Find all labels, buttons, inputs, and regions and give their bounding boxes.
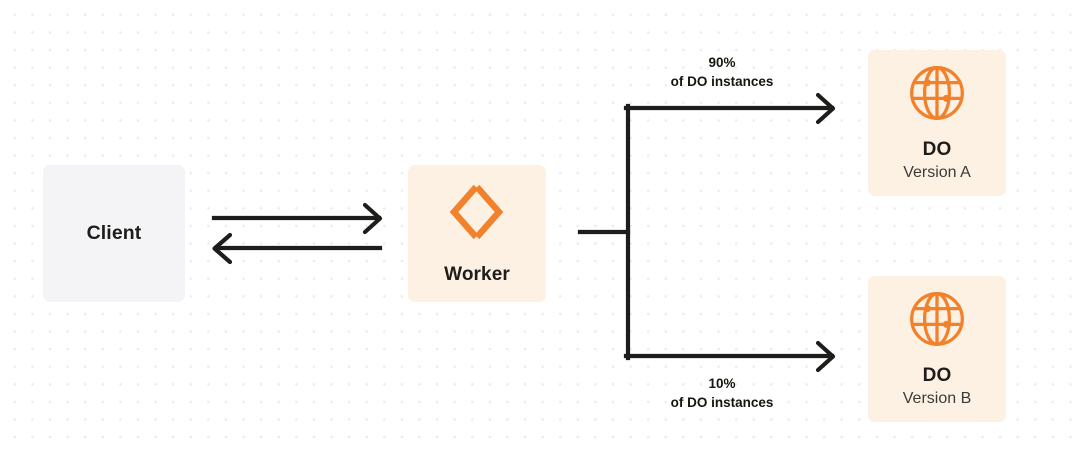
edge-label-do-b-detail: of DO instances	[670, 395, 774, 411]
node-do-b-title: DO	[922, 365, 952, 387]
edge-label-do-b: 10% of DO instances	[627, 374, 817, 412]
node-client-title: Client	[86, 221, 142, 244]
node-do-a-title: DO	[922, 139, 952, 161]
arrow-worker-split	[577, 103, 631, 361]
globe-icon	[908, 290, 966, 353]
node-do-version-a[interactable]: DO Version A	[868, 50, 1006, 196]
arrow-worker-to-do-b	[623, 340, 836, 373]
node-worker[interactable]: Worker	[408, 165, 546, 302]
edge-label-do-b-percent: 10%	[708, 376, 736, 391]
node-do-b-subtitle: Version B	[902, 390, 972, 408]
edge-label-do-a-percent: 90%	[708, 55, 736, 70]
node-client[interactable]: Client	[43, 165, 185, 302]
arrow-worker-to-client	[212, 232, 383, 265]
edge-label-do-a-detail: of DO instances	[670, 74, 774, 90]
node-do-version-b[interactable]: DO Version B	[868, 276, 1006, 422]
node-worker-title: Worker	[444, 264, 510, 286]
node-do-a-subtitle: Version A	[903, 164, 971, 182]
arrow-worker-to-do-a	[623, 92, 836, 125]
arrow-client-to-worker	[211, 202, 383, 235]
cloudflare-workers-icon	[446, 181, 508, 248]
edge-label-do-a: 90% of DO instances	[627, 53, 817, 91]
globe-icon	[908, 64, 966, 127]
